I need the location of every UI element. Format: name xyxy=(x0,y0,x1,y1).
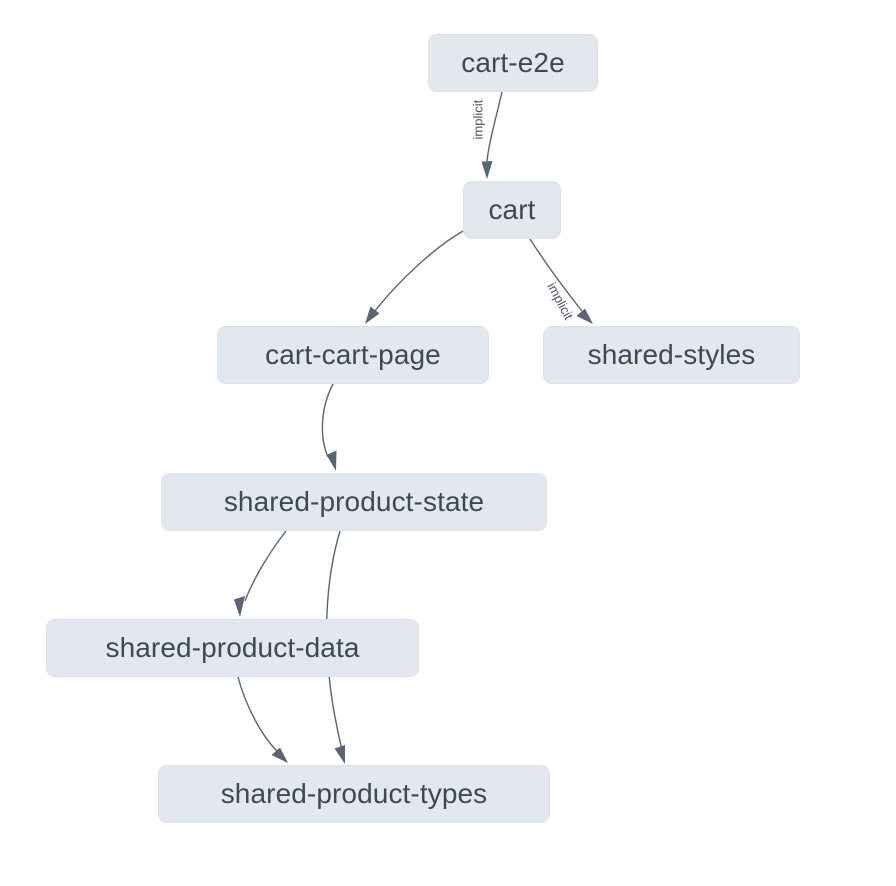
graph-node-cart[interactable]: cart xyxy=(463,181,561,239)
node-label: cart-cart-page xyxy=(265,339,441,370)
node-label: cart xyxy=(488,194,536,225)
graph-node-shared-product-data[interactable]: shared-product-data xyxy=(46,619,419,677)
edge-cart-to-cart-cart-page xyxy=(365,230,464,324)
graph-node-cart-e2e[interactable]: cart-e2e xyxy=(428,34,598,92)
graph-node-shared-styles[interactable]: shared-styles xyxy=(543,326,800,384)
node-label: cart-e2e xyxy=(461,47,565,78)
edge-label-implicit-cart-e2e-cart: implicit xyxy=(470,99,486,140)
edge-shared-product-state-to-shared-product-data xyxy=(234,530,287,617)
edge-label-implicit-cart-shared-styles: implicit xyxy=(544,279,577,323)
node-label: shared-styles xyxy=(587,339,756,370)
edge-cart-cart-page-to-shared-product-state xyxy=(321,383,337,471)
graph-node-shared-product-types[interactable]: shared-product-types xyxy=(158,765,550,823)
node-label: shared-product-data xyxy=(105,632,360,663)
node-label: shared-product-types xyxy=(220,778,488,809)
edge-shared-product-data-to-shared-product-types xyxy=(237,676,288,763)
graph-node-cart-cart-page[interactable]: cart-cart-page xyxy=(217,326,489,384)
node-label: shared-product-state xyxy=(223,486,485,517)
graph-node-shared-product-state[interactable]: shared-product-state xyxy=(161,473,547,531)
